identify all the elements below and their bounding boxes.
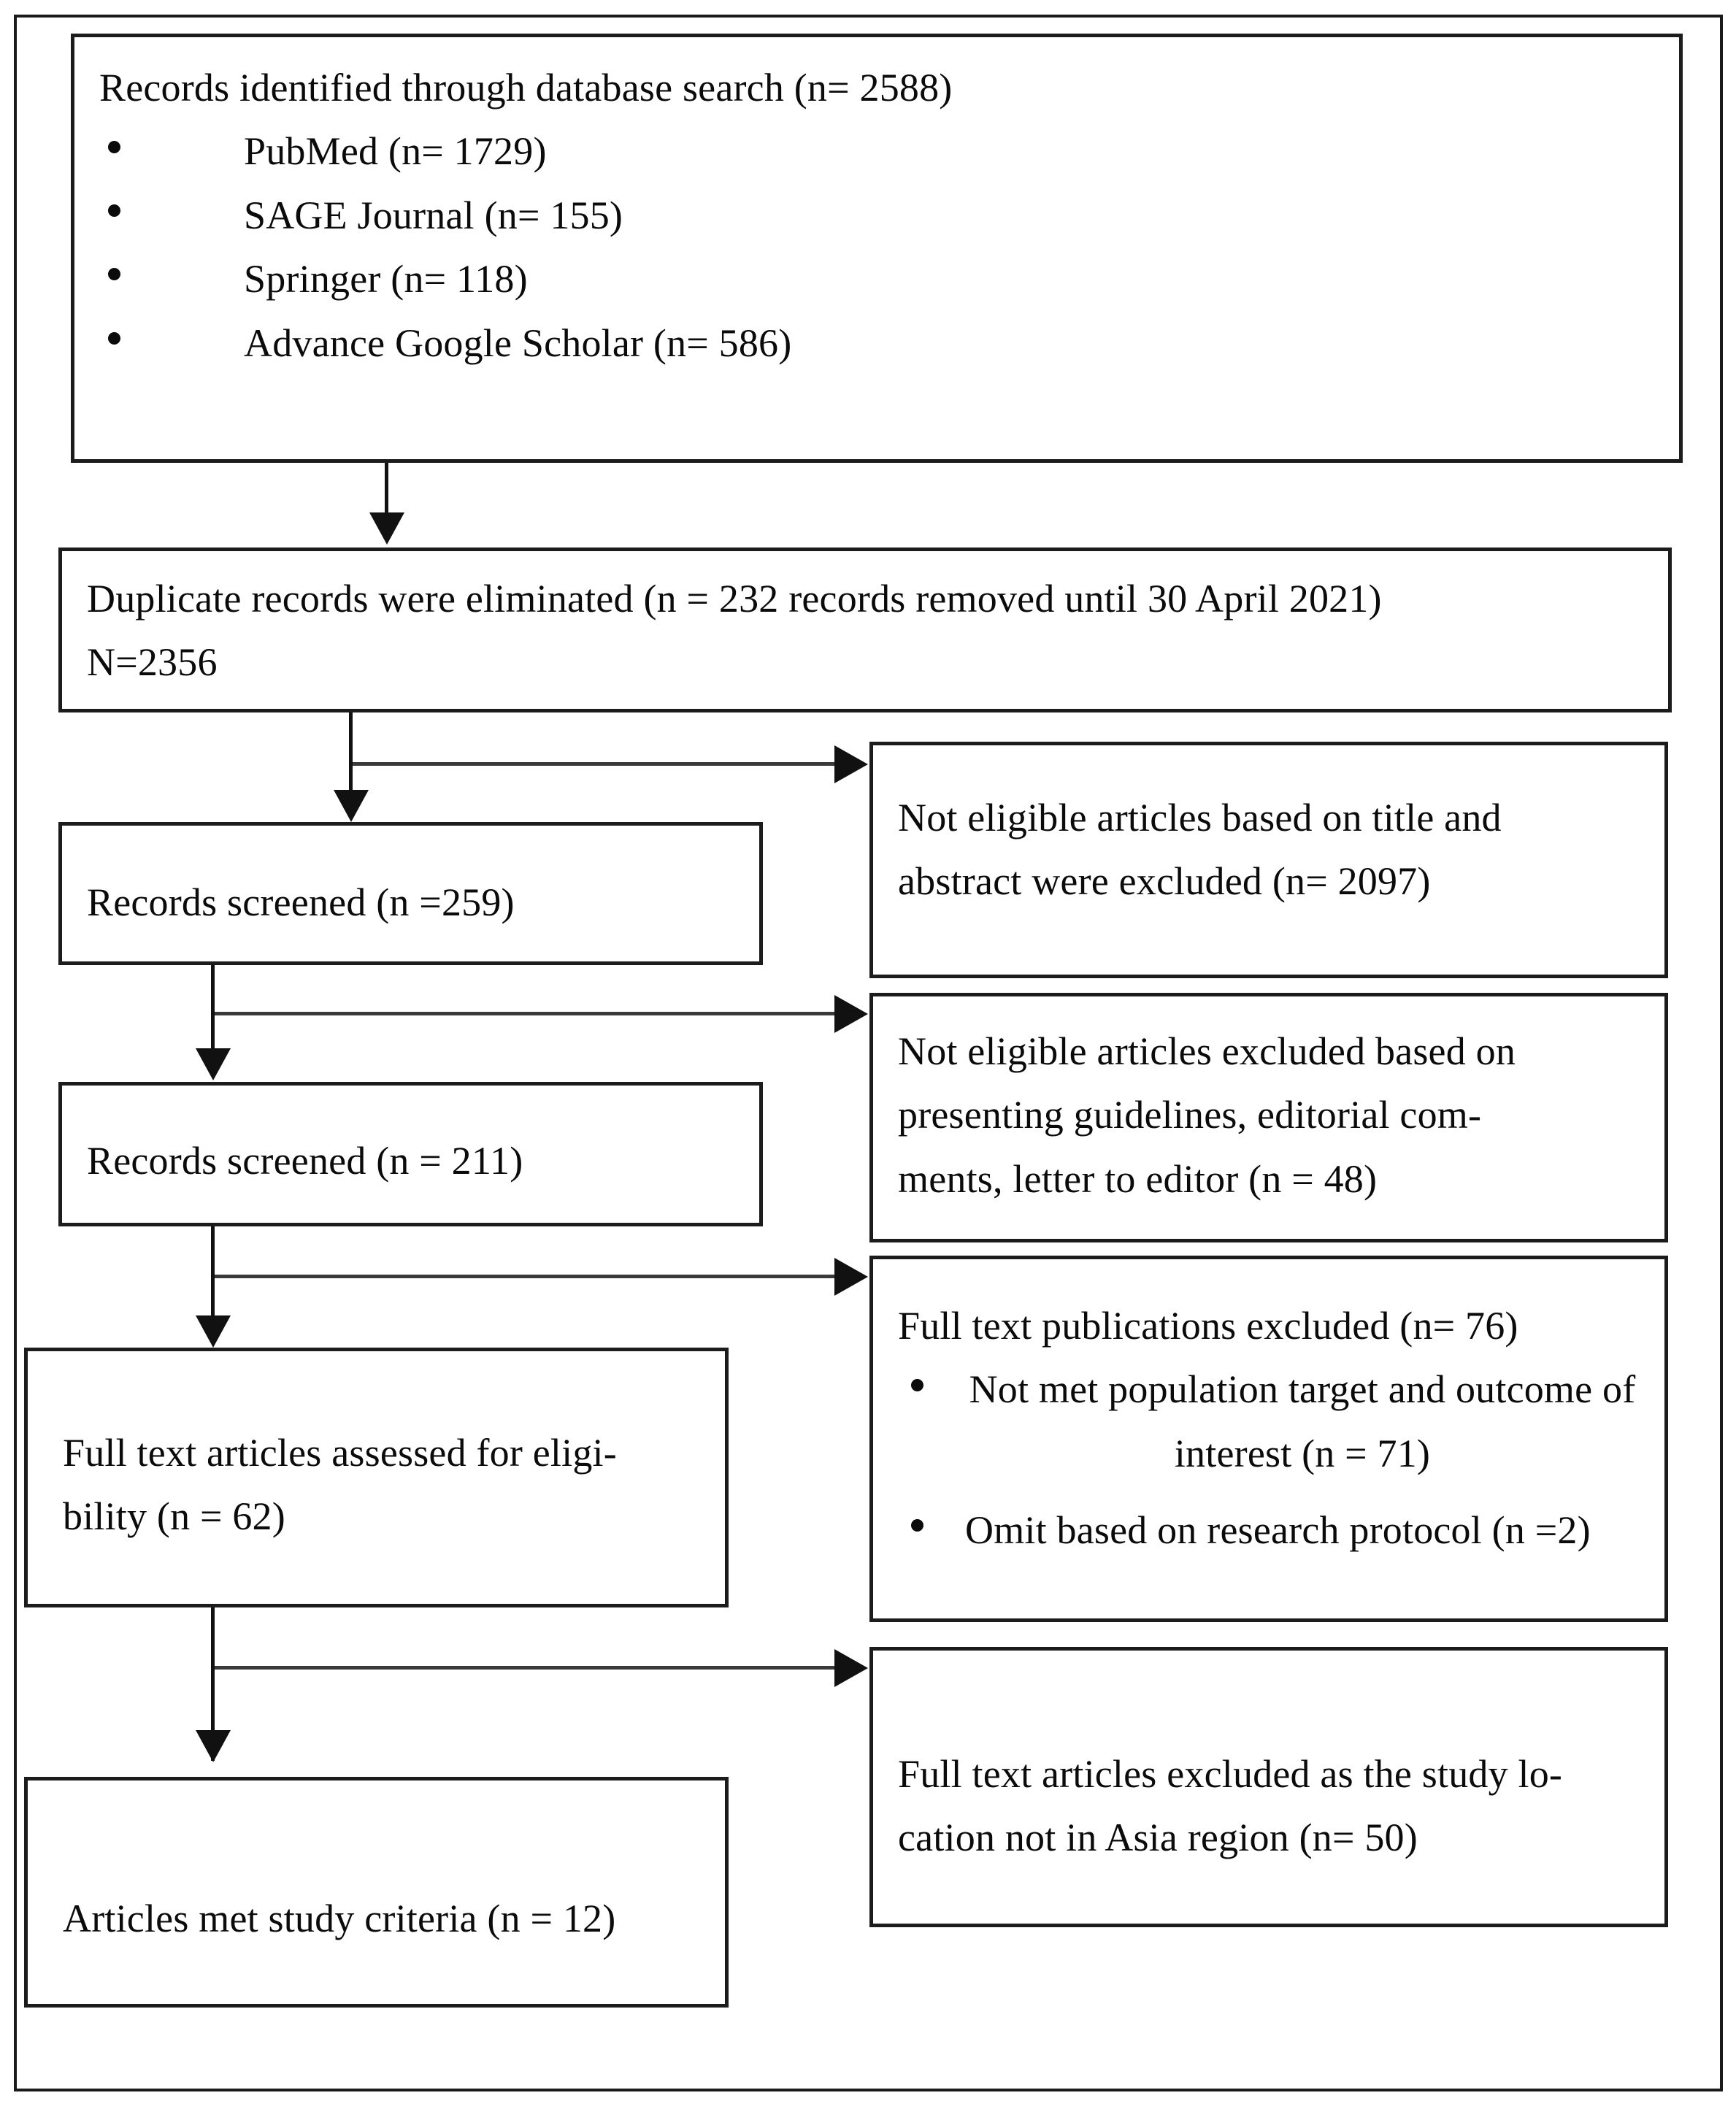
list-item-pubmed: PubMed (n= 1729) xyxy=(99,120,1654,183)
source-label-springer: Springer (n= 118) xyxy=(244,257,528,301)
database-source-list: PubMed (n= 1729) SAGE Journal (n= 155) S… xyxy=(99,120,1654,375)
box-excluded-not-asia-content: Full text articles excluded as the study… xyxy=(873,1651,1664,1889)
records-screened-259-label: Records screened (n =259) xyxy=(87,880,515,924)
duplicates-line-2: N=2356 xyxy=(87,640,218,685)
bullet-icon xyxy=(108,140,120,153)
box-excluded-guidelines-editorial: Not eligible articles excluded based on … xyxy=(869,993,1668,1242)
source-label-sage: SAGE Journal (n= 155) xyxy=(244,193,623,237)
box-fulltext-excluded-reasons-content: Full text publications excluded (n= 76) … xyxy=(873,1259,1664,1582)
connector-fulltext-to-excluded4 xyxy=(215,1666,856,1670)
box-fulltext-excluded-reasons: Full text publications excluded (n= 76) … xyxy=(869,1256,1668,1622)
records-screened-211-label: Records screened (n = 211) xyxy=(87,1139,523,1183)
fulltext-exclusion-reason-list: Not met population target and outcome of… xyxy=(898,1358,1640,1562)
box-records-identified: Records identified through database sear… xyxy=(71,34,1683,463)
box-excluded-title-abstract-content: Not eligible articles based on title and… xyxy=(873,745,1664,933)
excluded-guidelines-line-2: presenting guidelines, editorial com- xyxy=(898,1093,1482,1137)
duplicates-line-1: Duplicate records were eliminated (n = 2… xyxy=(87,577,1382,621)
arrow-head-fulltext-to-excluded4 xyxy=(834,1649,868,1687)
list-item-google-scholar: Advance Google Scholar (n= 586) xyxy=(99,312,1654,375)
connector-fulltext-to-included xyxy=(211,1607,215,1761)
arrow-head-screened2-to-excluded3 xyxy=(834,1258,868,1296)
bullet-icon xyxy=(108,268,120,281)
excluded-title-abstract-line-1: Not eligible articles based on title and xyxy=(898,796,1502,840)
list-item-sage: SAGE Journal (n= 155) xyxy=(99,184,1654,247)
connector-duplicates-to-excluded1 xyxy=(353,762,856,766)
box-records-screened-259-content: Records screened (n =259) xyxy=(62,826,759,953)
excluded-guidelines-line-1: Not eligible articles excluded based on xyxy=(898,1029,1516,1073)
box-duplicate-records-content: Duplicate records were eliminated (n = 2… xyxy=(62,551,1668,714)
arrow-head-screened1-to-excluded2 xyxy=(834,995,868,1033)
connector-identified-to-duplicates xyxy=(385,463,388,515)
box-records-screened-259: Records screened (n =259) xyxy=(58,822,763,965)
arrow-head-duplicates-to-excluded1 xyxy=(834,745,868,783)
list-item-springer: Springer (n= 118) xyxy=(99,247,1654,311)
bullet-icon xyxy=(911,1378,923,1391)
fulltext-excluded-heading: Full text publications excluded (n= 76) xyxy=(898,1304,1518,1348)
box-excluded-guidelines-editorial-content: Not eligible articles excluded based on … xyxy=(873,996,1664,1230)
box-fulltext-assessed-content: Full text articles assessed for eligi- b… xyxy=(28,1351,725,1568)
fulltext-assessed-line-1: Full text articles assessed for eligi- xyxy=(63,1431,617,1475)
connector-screened1-to-excluded2 xyxy=(215,1012,856,1015)
source-label-google-scholar: Advance Google Scholar (n= 586) xyxy=(244,320,792,365)
reason-label-population-target: Not met population target and outcome of… xyxy=(969,1367,1636,1475)
bullet-icon xyxy=(108,331,120,345)
list-item-research-protocol: Omit based on research protocol (n =2) xyxy=(898,1499,1640,1562)
box-articles-met-criteria: Articles met study criteria (n = 12) xyxy=(24,1777,729,2008)
diagram-outer-frame: Records identified through database sear… xyxy=(14,15,1723,2091)
box-excluded-title-abstract: Not eligible articles based on title and… xyxy=(869,742,1668,978)
connector-screened2-to-excluded3 xyxy=(215,1275,856,1278)
arrow-head-identified-to-duplicates xyxy=(369,512,404,545)
bullet-icon xyxy=(911,1519,923,1532)
connector-screened1-to-screened2 xyxy=(211,965,215,1075)
box-records-screened-211: Records screened (n = 211) xyxy=(58,1082,763,1226)
list-item-population-target: Not met population target and outcome of… xyxy=(898,1358,1640,1486)
excluded-title-abstract-line-2: abstract were excluded (n= 2097) xyxy=(898,859,1431,904)
box-duplicate-records: Duplicate records were eliminated (n = 2… xyxy=(58,548,1672,712)
arrow-head-fulltext-to-included xyxy=(196,1730,231,1762)
excluded-not-asia-line-1: Full text articles excluded as the study… xyxy=(898,1752,1563,1796)
connector-screened2-to-fulltext xyxy=(211,1226,215,1343)
reason-label-research-protocol: Omit based on research protocol (n =2) xyxy=(965,1508,1591,1553)
connector-duplicates-to-screened1 xyxy=(349,712,353,815)
box-records-identified-content: Records identified through database sear… xyxy=(74,37,1679,394)
arrow-head-screened1-to-screened2 xyxy=(196,1048,231,1080)
records-identified-heading: Records identified through database sear… xyxy=(99,66,953,110)
excluded-not-asia-line-2: cation not in Asia region (n= 50) xyxy=(898,1816,1418,1860)
fulltext-assessed-line-2: bility (n = 62) xyxy=(63,1494,285,1539)
source-label-pubmed: PubMed (n= 1729) xyxy=(244,129,547,174)
box-excluded-not-asia: Full text articles excluded as the study… xyxy=(869,1647,1668,1927)
box-records-screened-211-content: Records screened (n = 211) xyxy=(62,1086,759,1212)
arrow-head-screened2-to-fulltext xyxy=(196,1315,231,1348)
excluded-guidelines-line-3: ments, letter to editor (n = 48) xyxy=(898,1156,1378,1201)
articles-met-criteria-label: Articles met study criteria (n = 12) xyxy=(63,1897,616,1940)
box-articles-met-criteria-content: Articles met study criteria (n = 12) xyxy=(28,1780,725,1970)
arrow-head-duplicates-to-screened1 xyxy=(334,790,369,822)
bullet-icon xyxy=(108,204,120,218)
box-fulltext-assessed: Full text articles assessed for eligi- b… xyxy=(24,1348,729,1607)
